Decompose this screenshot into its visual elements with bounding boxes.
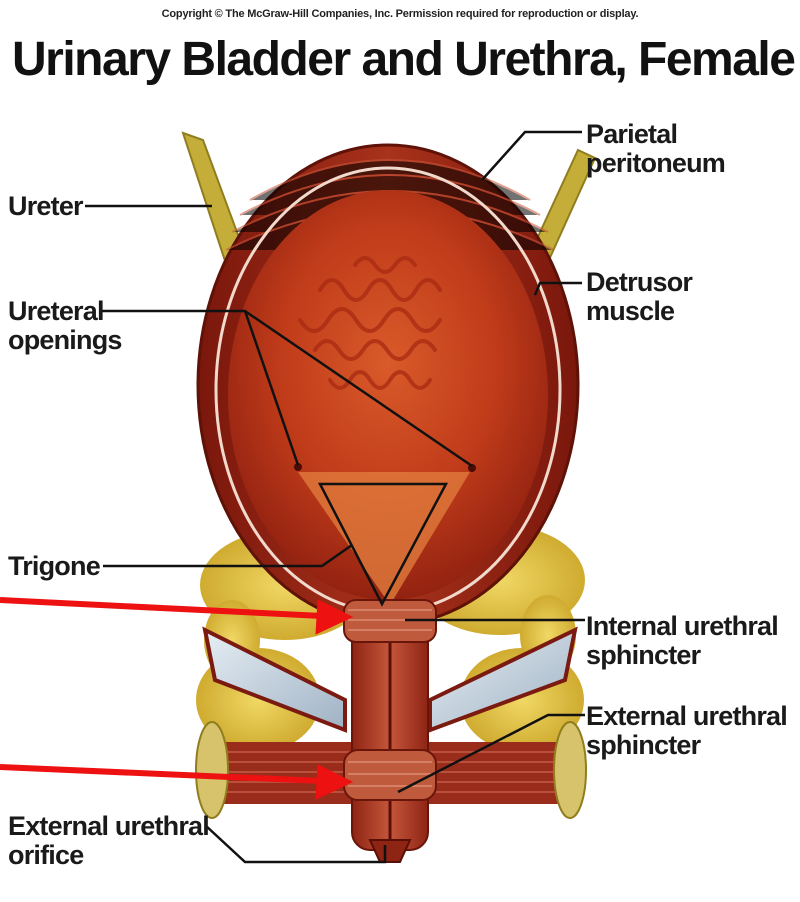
label-trigone: Trigone: [8, 551, 101, 581]
trigone-region: [298, 472, 470, 605]
leader-lines: [85, 130, 585, 864]
external-orifice: [368, 839, 412, 863]
label-detrusor-muscle: Detrusor muscle: [586, 267, 693, 326]
label-external-urethral-orifice: External urethral orifice: [8, 811, 210, 870]
label-internal-urethral-sphincter: Internal urethral sphincter: [586, 611, 779, 670]
label-parietal-peritoneum: Parietal peritoneum: [586, 119, 726, 178]
rugae: [298, 256, 442, 390]
diagram-title: Urinary Bladder and Urethra, Female: [12, 33, 796, 86]
bladder-interior: [228, 190, 548, 600]
label-ureteral-openings: Ureteral openings: [8, 296, 122, 355]
copyright-notice: Copyright © The McGraw-Hill Companies, I…: [161, 8, 639, 20]
label-external-urethral-sphincter: External urethral sphincter: [586, 701, 788, 760]
left-ligament: [202, 626, 347, 733]
left-ureteral-opening: [294, 463, 302, 471]
label-ureter: Ureter: [8, 191, 84, 221]
red-arrows: [0, 597, 354, 800]
external-sphincter: [343, 749, 437, 801]
red-arrow-lower: [0, 764, 323, 784]
right-ligament: [428, 626, 578, 733]
red-arrow-upper: [0, 597, 323, 619]
